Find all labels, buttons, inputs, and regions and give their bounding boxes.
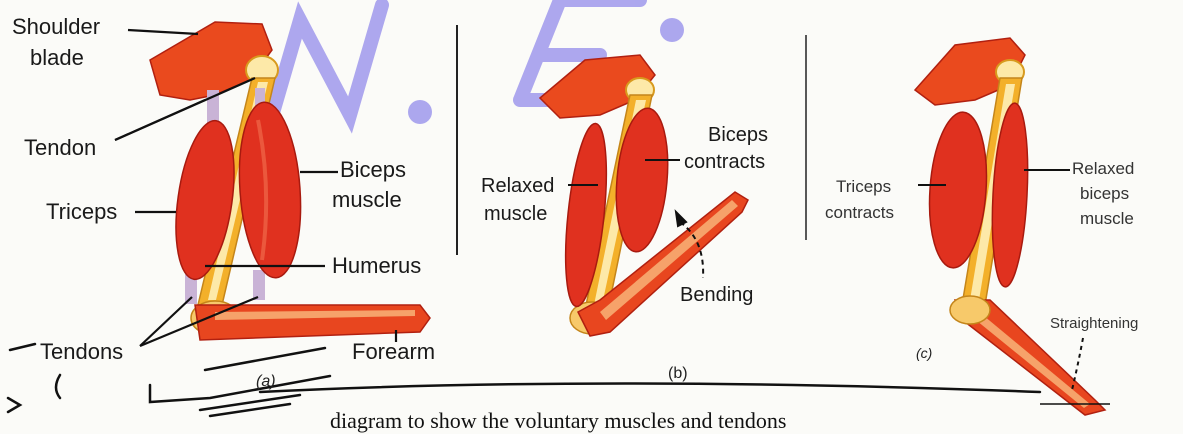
label-shoulder-blade-line2: blade — [30, 46, 84, 69]
caption-b: (b) — [668, 366, 688, 383]
handwritten-marks — [8, 344, 1040, 416]
label-relaxed-biceps-line2: biceps — [1080, 185, 1129, 203]
label-biceps-contracts-line2: contracts — [684, 152, 765, 173]
label-triceps-contracts-line1: Triceps — [836, 178, 891, 196]
label-forearm: Forearm — [352, 340, 435, 363]
figure-caption: diagram to show the voluntary muscles an… — [330, 408, 786, 434]
caption-a: (a) — [256, 374, 276, 391]
label-triceps-contracts-line2: contracts — [825, 204, 894, 222]
label-relaxed-muscle-line2: muscle — [484, 204, 547, 225]
label-bending: Bending — [680, 285, 753, 306]
label-tendon: Tendon — [24, 136, 96, 159]
label-triceps: Triceps — [46, 200, 117, 223]
label-relaxed-muscle-line1: Relaxed — [481, 176, 554, 197]
label-biceps-line2: muscle — [332, 188, 402, 211]
caption-c: (c) — [916, 346, 932, 361]
label-biceps-contracts-line1: Biceps — [708, 125, 768, 146]
arm-figure-c — [915, 38, 1105, 415]
label-tendons: Tendons — [40, 340, 123, 363]
label-shoulder-blade-line1: Shoulder — [12, 15, 100, 38]
label-relaxed-biceps-line3: muscle — [1080, 210, 1134, 228]
label-straightening: Straightening — [1050, 316, 1138, 332]
biceps-contracted-b — [611, 106, 673, 254]
label-biceps-line1: Biceps — [340, 158, 406, 181]
label-humerus: Humerus — [332, 254, 421, 277]
label-relaxed-biceps-line1: Relaxed — [1072, 160, 1134, 178]
biceps-muscle-a — [234, 100, 306, 280]
